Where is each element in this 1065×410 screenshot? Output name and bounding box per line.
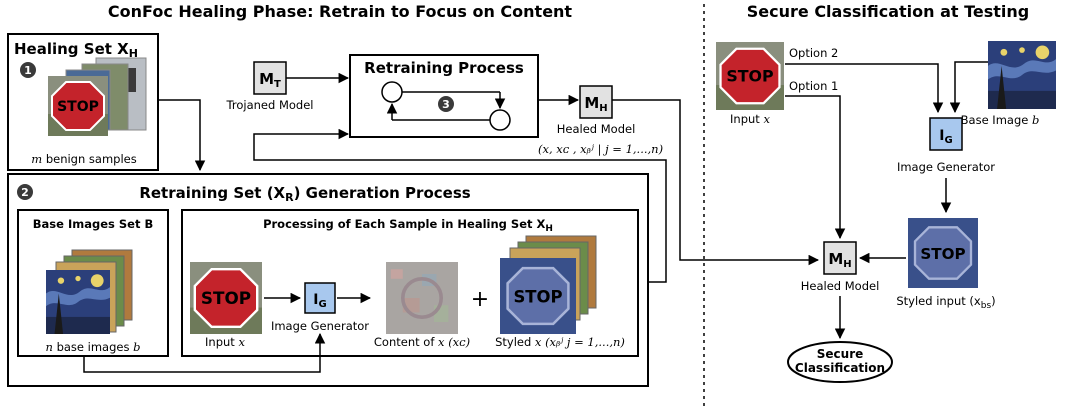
svg-text:IG: IG — [939, 128, 952, 146]
svg-text:1: 1 — [24, 64, 32, 77]
svg-text:MT: MT — [259, 70, 281, 90]
processing-box: Processing of Each Sample in Healing Set… — [181, 209, 639, 357]
svg-text:Styled input (xbs): Styled input (xbs) — [896, 294, 995, 311]
test-image-generator: IG Image Generator — [897, 117, 995, 174]
test-healed-model: MH Healed Model — [801, 241, 880, 293]
svg-text:Retraining Set (XR) Generation: Retraining Set (XR) Generation Process — [139, 184, 470, 204]
svg-text:m benign samples: m benign samples — [31, 152, 136, 166]
svg-text:Input x: Input x — [205, 335, 245, 349]
svg-text:Image Generator: Image Generator — [271, 319, 369, 333]
test-styled-image — [908, 218, 978, 288]
svg-text:n base images b: n base images b — [46, 340, 141, 354]
svg-text:Image Generator: Image Generator — [897, 160, 995, 174]
svg-text:2: 2 — [21, 186, 29, 199]
base-images-title: Base Images Set B — [33, 217, 153, 231]
healed-model-top: MH Healed Model — [557, 85, 636, 136]
svg-text:MH: MH — [828, 250, 851, 270]
svg-text:Content of x (xᴄ): Content of x (xᴄ) — [374, 335, 470, 349]
processing-generator — [304, 282, 336, 314]
test-base-image — [988, 41, 1056, 109]
test-input-image — [715, 42, 785, 110]
retraining-process-title: Retraining Process — [364, 59, 524, 77]
processing-input-image — [190, 262, 262, 334]
svg-text:Healing Set XH: Healing Set XH — [14, 40, 138, 60]
secure-classification: Secure Classification — [787, 341, 893, 383]
svg-text:Processing of Each Sample in H: Processing of Each Sample in Healing Set… — [263, 217, 553, 234]
svg-text:Input x: Input x — [730, 112, 770, 126]
right-title: Secure Classification at Testing — [747, 2, 1030, 21]
styled-images — [500, 258, 576, 334]
base-images-box: Base Images Set B n base images b — [17, 209, 169, 357]
healed-model-top-label: Healed Model — [557, 122, 636, 136]
option-2-label: Option 2 — [789, 46, 838, 60]
plus-sign: + — [471, 287, 489, 312]
healing-stop-image — [48, 76, 108, 136]
svg-text:Healed Model: Healed Model — [801, 279, 880, 293]
healing-set-title: Healing Set X — [14, 40, 129, 58]
retraining-process-box: Retraining Process 3 — [349, 54, 539, 138]
content-image — [386, 262, 458, 334]
step-1-badge — [20, 62, 36, 78]
trojaned-model-label: Trojaned Model — [226, 98, 314, 112]
step-2-badge — [17, 184, 33, 200]
option-1-label: Option 1 — [789, 79, 838, 93]
svg-text:Secure: Secure — [817, 347, 864, 361]
base-starry-image — [46, 270, 110, 334]
left-title: ConFoc Healing Phase: Retrain to Focus o… — [108, 2, 573, 21]
svg-text:3: 3 — [442, 98, 450, 111]
trojaned-model: MT Trojaned Model — [226, 61, 314, 112]
tuple-label: (x, xᴄ , xᵦʲ | j = 1,...,n) — [538, 142, 663, 157]
healing-set-box: Healing Set XH 1 m benign samples — [7, 33, 159, 171]
svg-text:MH: MH — [584, 94, 607, 114]
svg-text:Styled x (xᵦʲ j = 1,...,n): Styled x (xᵦʲ j = 1,...,n) — [495, 335, 625, 349]
step-3-badge — [438, 96, 454, 112]
svg-text:IG: IG — [313, 292, 326, 310]
svg-text:Classification: Classification — [795, 361, 885, 375]
svg-text:Base Image b: Base Image b — [961, 113, 1040, 127]
